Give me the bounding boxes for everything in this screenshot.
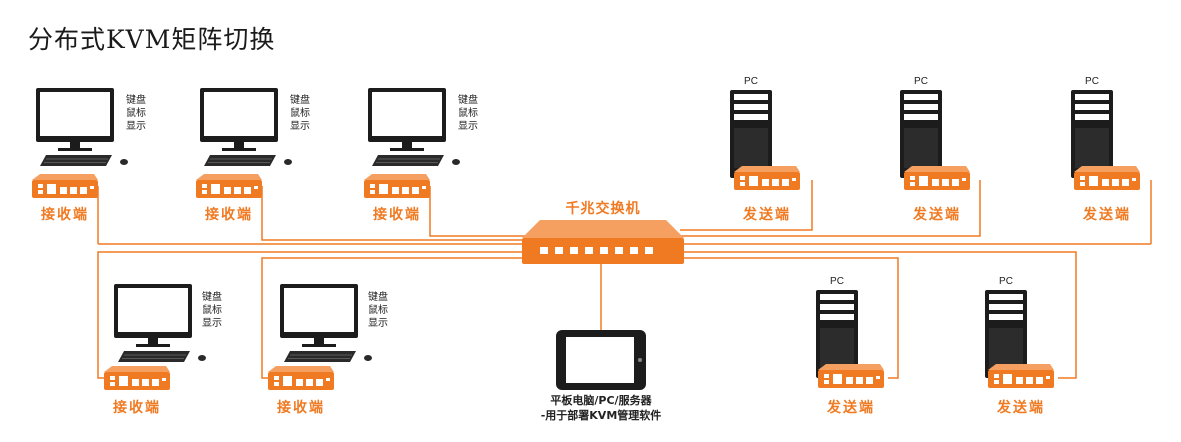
receiver-1: 键盘 鼠标 显示 接收端 — [32, 87, 146, 223]
receiver-5: 键盘 鼠标 显示 接收端 — [268, 283, 388, 416]
sender-label: 发送端 — [1082, 206, 1131, 223]
receiver-label: 接收端 — [205, 206, 253, 223]
sender-1: PC 发送端 — [730, 76, 800, 223]
peripheral-mouse: 鼠标 — [290, 106, 310, 119]
sender-label: 发送端 — [912, 206, 961, 223]
peripheral-keyboard: 键盘 — [368, 290, 388, 303]
receiver-label: 接收端 — [277, 399, 325, 416]
receiver-label: 接收端 — [113, 399, 161, 416]
pc-label: PC — [999, 276, 1013, 287]
receiver-3: 键盘 鼠标 显示 接收端 — [364, 87, 478, 223]
pc-label: PC — [744, 76, 758, 87]
pc-label: PC — [914, 76, 928, 87]
peripheral-mouse: 鼠标 — [368, 303, 388, 316]
page-title: 分布式KVM矩阵切换 — [28, 25, 276, 54]
tablet-label-line1: 平板电脑/PC/服务器 — [550, 393, 652, 407]
gigabit-switch: 千兆交换机 — [522, 200, 684, 264]
sender-label: 发送端 — [826, 399, 875, 416]
switch-label: 千兆交换机 — [566, 200, 641, 217]
peripheral-keyboard: 键盘 — [458, 93, 478, 106]
sender-4: PC 发送端 — [816, 276, 884, 416]
sender-label: 发送端 — [742, 206, 791, 223]
network-lines — [97, 180, 1152, 379]
peripheral-mouse: 鼠标 — [126, 106, 146, 119]
peripheral-display: 显示 — [368, 317, 388, 329]
receiver-label: 接收端 — [373, 206, 421, 223]
peripheral-keyboard: 键盘 — [126, 93, 146, 106]
peripheral-mouse: 鼠标 — [458, 106, 478, 119]
peripheral-display: 显示 — [458, 120, 478, 132]
sender-5: PC 发送端 — [985, 276, 1054, 416]
peripheral-keyboard: 键盘 — [290, 93, 310, 106]
receiver-2: 键盘 鼠标 显示 接收端 — [196, 87, 310, 223]
peripheral-display: 显示 — [202, 317, 222, 329]
receiver-label: 接收端 — [41, 206, 89, 223]
sender-label: 发送端 — [996, 399, 1045, 416]
sender-3: PC 发送端 — [1071, 76, 1140, 223]
sender-2: PC 发送端 — [900, 76, 970, 223]
pc-label: PC — [1085, 76, 1099, 87]
peripheral-display: 显示 — [290, 120, 310, 132]
peripheral-keyboard: 键盘 — [202, 290, 222, 303]
peripheral-mouse: 鼠标 — [202, 303, 222, 316]
pc-label: PC — [830, 276, 844, 287]
receiver-4: 键盘 鼠标 显示 接收端 — [104, 283, 222, 416]
tablet-label-line2: -用于部署KVM管理软件 — [541, 408, 662, 422]
tablet-device: 平板电脑/PC/服务器 -用于部署KVM管理软件 — [541, 330, 662, 422]
peripheral-display: 显示 — [126, 120, 146, 132]
